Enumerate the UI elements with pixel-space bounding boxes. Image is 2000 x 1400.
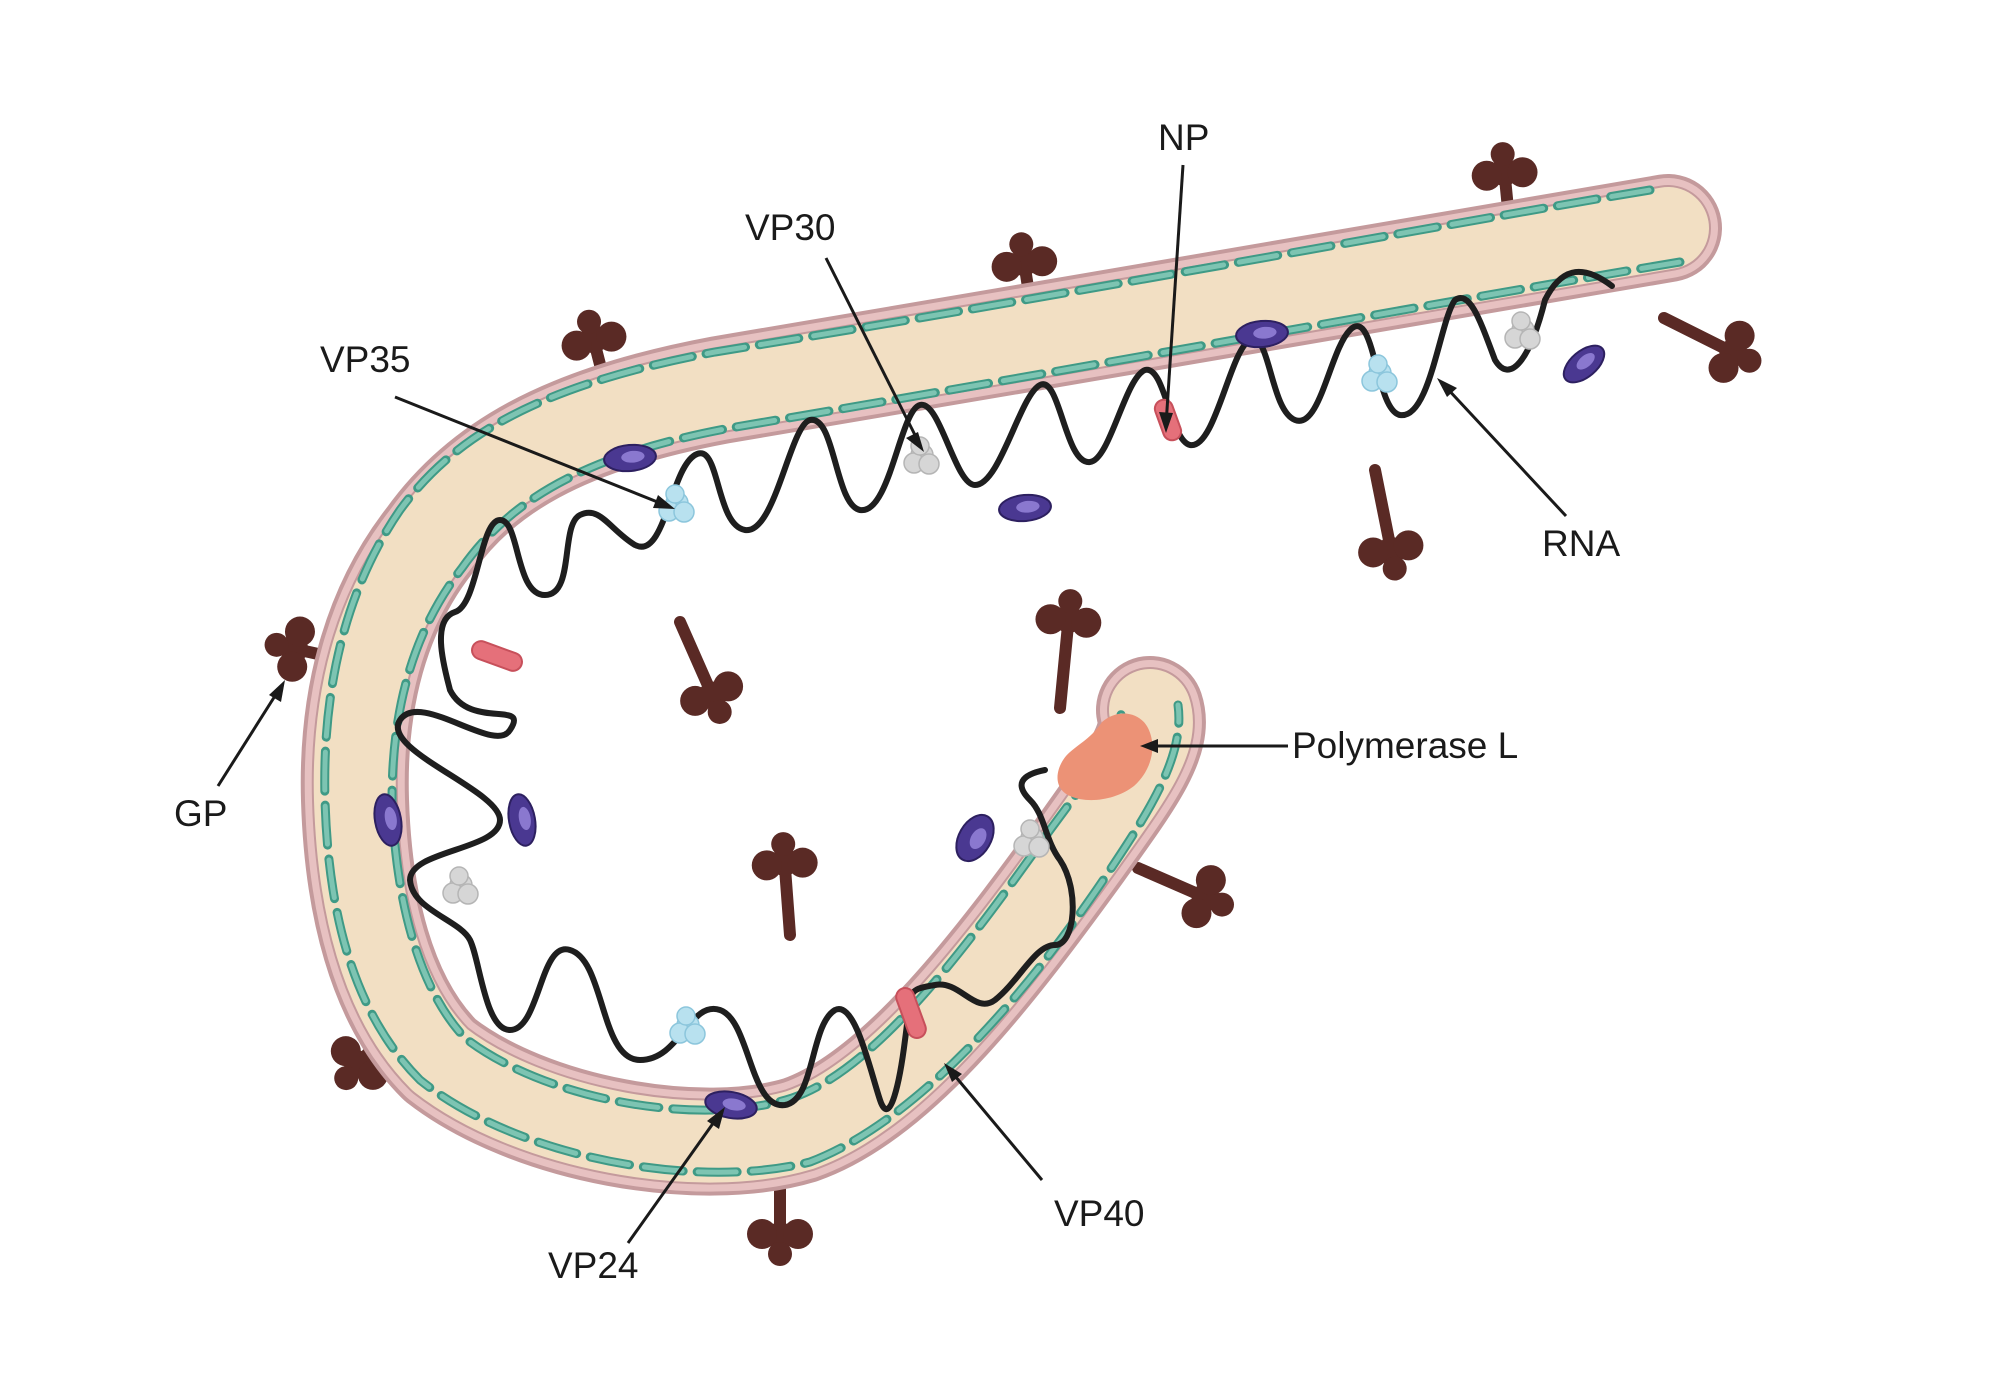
vp35-arrowhead — [653, 495, 675, 509]
vp35-label: VP35 — [320, 339, 411, 380]
vp24-label: VP24 — [548, 1245, 639, 1286]
polymerase-l-arrowhead — [1140, 739, 1158, 753]
vp35-protein — [669, 1006, 706, 1045]
gp-spike — [991, 232, 1058, 351]
gp-spike — [1358, 464, 1424, 581]
rna-arrowhead — [1437, 378, 1457, 397]
vp40-label: VP40 — [1054, 1193, 1145, 1234]
glycoprotein-spikes — [264, 142, 1762, 1266]
vp24-protein — [704, 1090, 758, 1120]
vp24-protein — [507, 793, 537, 847]
vp35-leader — [394, 395, 666, 507]
gp-spike — [751, 832, 818, 941]
vp30-arrowhead — [906, 432, 924, 452]
np-protein — [471, 640, 523, 672]
vp24-arrowhead — [707, 1107, 725, 1129]
vp24-protein — [998, 493, 1052, 523]
gp-leader — [216, 687, 282, 787]
rna-leader — [1442, 383, 1568, 518]
virion-proteins — [373, 311, 1606, 1120]
vp30-protein — [442, 866, 479, 905]
vp30-protein — [903, 436, 940, 475]
np-leader — [1164, 164, 1185, 426]
virion-body — [300, 174, 1722, 1196]
gp-spike — [1658, 312, 1762, 383]
vp30-protein — [1504, 311, 1541, 350]
vp24-protein — [1235, 319, 1289, 349]
vp24-protein — [373, 793, 403, 847]
np-label: NP — [1158, 117, 1209, 158]
vp24-protein — [955, 813, 995, 863]
polymerase-l-protein — [1057, 713, 1153, 801]
gp-label: GP — [174, 793, 227, 834]
vp40-arrowhead — [944, 1063, 962, 1082]
np-protein — [895, 987, 927, 1039]
vp40-leader — [948, 1069, 1044, 1181]
gp-spike — [1035, 589, 1102, 714]
matrix — [313, 187, 1709, 1183]
vp30-leader — [824, 257, 922, 446]
polymerase-l-label: Polymerase L — [1292, 725, 1518, 766]
gp-spike — [1132, 862, 1235, 929]
rna-label: RNA — [1542, 523, 1620, 564]
vp24-protein — [1562, 344, 1606, 384]
label-leaders — [216, 164, 1568, 1244]
gp-spike — [674, 616, 744, 724]
vp30-protein — [1013, 819, 1050, 858]
gp-arrowhead — [269, 680, 285, 702]
vp30-label: VP30 — [745, 207, 836, 248]
vp24-leader — [626, 1114, 721, 1244]
vp40-layer-outer-fill — [322, 187, 1653, 1175]
vp24-protein — [603, 443, 657, 473]
vp35-protein — [1361, 354, 1398, 393]
np-arrowhead — [1159, 412, 1173, 433]
